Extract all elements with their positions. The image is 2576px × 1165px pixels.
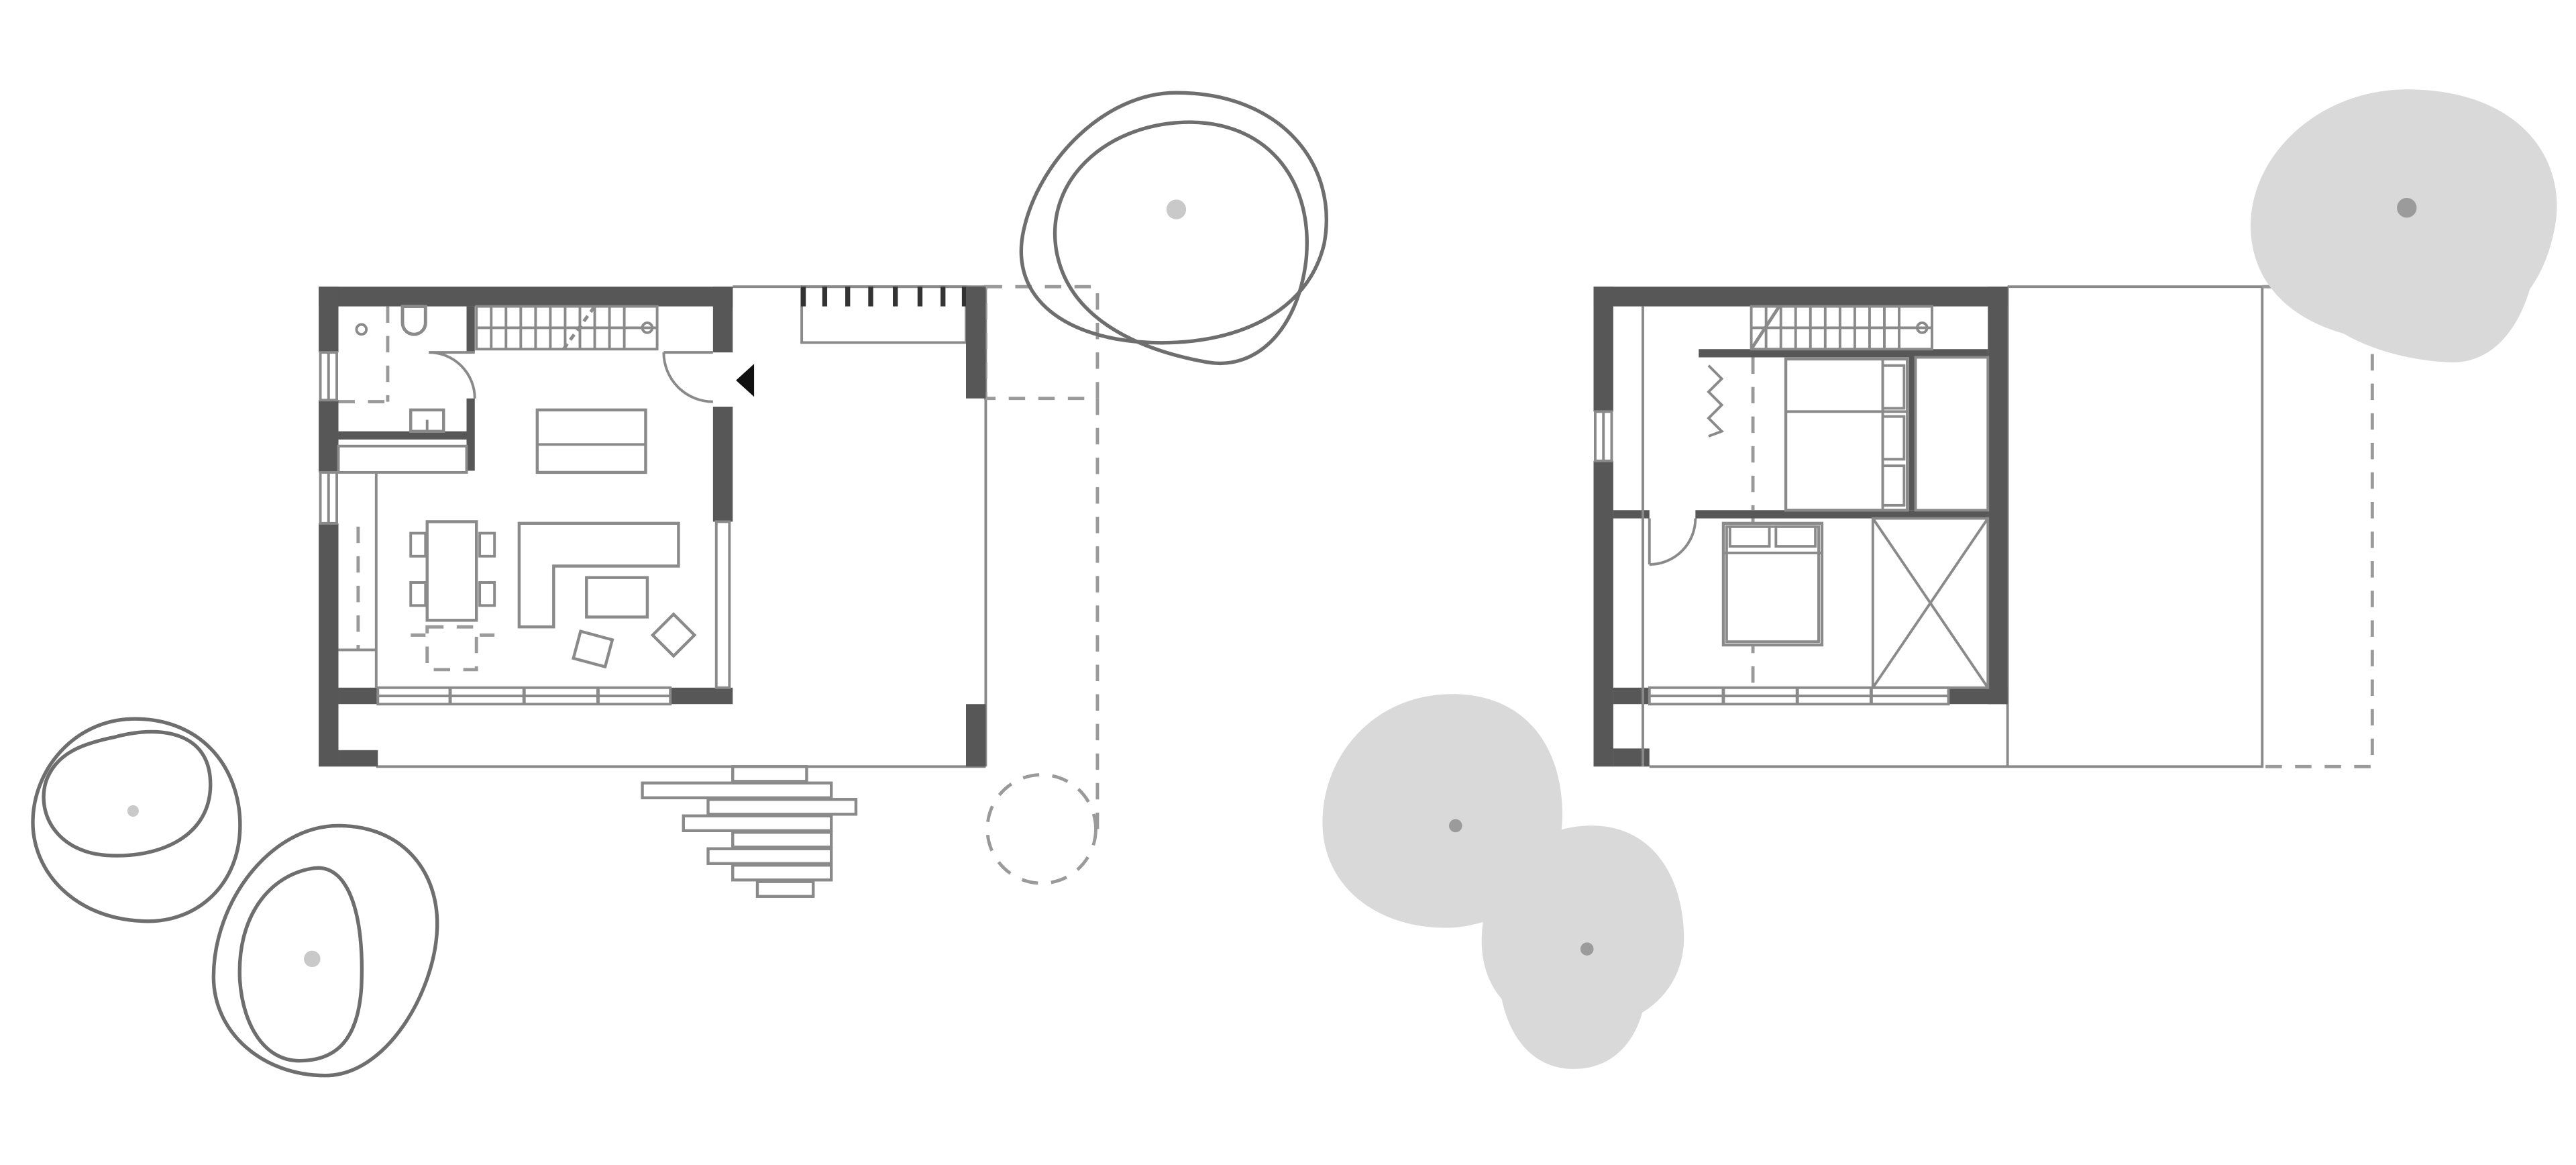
living-room-furniture bbox=[517, 408, 697, 669]
sofa bbox=[517, 521, 680, 629]
upper-floor-stair bbox=[1750, 305, 1933, 351]
void-open-to-below bbox=[1871, 517, 1990, 689]
armchair-left bbox=[572, 629, 614, 669]
bathroom bbox=[338, 305, 476, 433]
dining-table bbox=[425, 520, 478, 622]
ground-floor-windows bbox=[319, 351, 731, 706]
wardrobe bbox=[1642, 306, 1755, 767]
tree-bottom-filled bbox=[1481, 825, 1684, 1069]
tree-top-right-outline bbox=[1019, 91, 1328, 365]
bedroom-door-swing bbox=[1648, 518, 1697, 566]
bunk-beds bbox=[1784, 357, 1909, 512]
entrance-arrow-icon bbox=[736, 364, 755, 397]
ground-floor-stair bbox=[475, 305, 659, 351]
toilet bbox=[400, 305, 427, 336]
bathroom-door-swing bbox=[429, 351, 476, 399]
tree-top-right-filled bbox=[2250, 89, 2557, 363]
terrace-bench bbox=[800, 285, 967, 344]
ground-floor-walls bbox=[319, 287, 986, 767]
dining-area bbox=[409, 520, 496, 672]
kitchen-island bbox=[535, 408, 647, 474]
ground-floor-plan bbox=[31, 91, 1328, 1078]
roof-edge-outline bbox=[2262, 285, 2374, 768]
armchair-right bbox=[650, 612, 697, 658]
coffee-table bbox=[585, 576, 649, 619]
upper-floor-walls bbox=[1593, 287, 2008, 767]
storage-cupboard bbox=[1914, 356, 1990, 512]
tree-middle-filled bbox=[1322, 694, 1563, 928]
upper-floor-plan bbox=[1322, 89, 2557, 1069]
planter-circle bbox=[985, 773, 1097, 885]
bench-slats bbox=[800, 287, 967, 307]
kitchen-counter bbox=[337, 444, 468, 688]
upper-floor-windows bbox=[1594, 410, 1950, 706]
tree-bottom-left-outline bbox=[211, 823, 439, 1078]
entrance-door-swing bbox=[662, 351, 713, 403]
double-bed bbox=[1721, 521, 1824, 647]
tree-left-outline bbox=[31, 717, 242, 923]
entry-steps bbox=[641, 765, 858, 898]
